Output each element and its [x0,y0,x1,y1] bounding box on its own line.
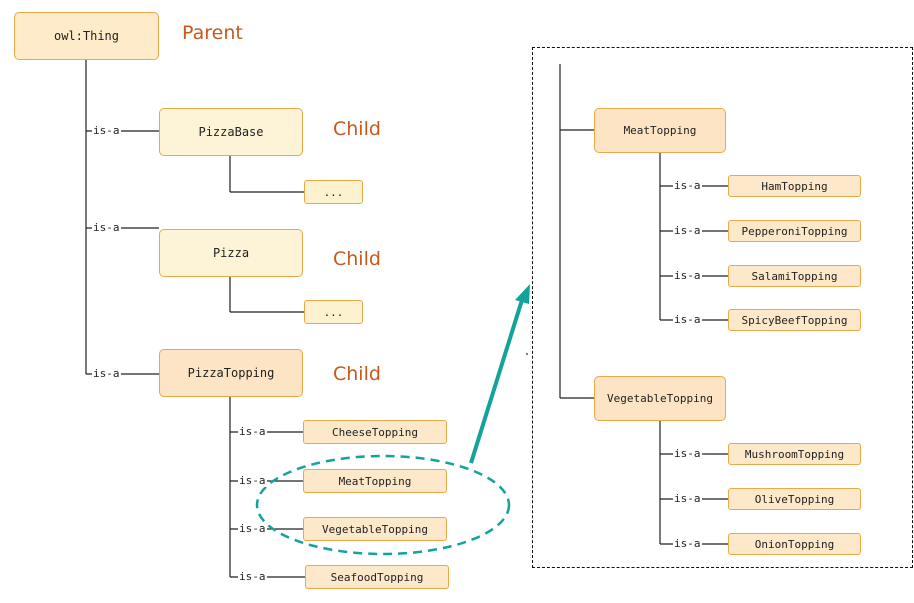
ellipsis-node-pizzabase: ... [304,180,363,204]
child-label-pizzatopping: Child [333,363,381,385]
isa-label: is-a [238,522,267,535]
node-pizza: Pizza [159,229,303,277]
parent-label: Parent [182,22,243,44]
child-label-pizza: Child [333,248,381,270]
detail-node-spicybeeftopping: SpicyBeefTopping [728,309,861,331]
detail-node-oniontopping: OnionTopping [728,533,861,555]
detail-node-meattopping: MeatTopping [594,108,726,153]
isa-label: is-a [238,425,267,438]
detail-node-pepperonitopping: PepperoniTopping [728,220,861,242]
isa-label: is-a [92,367,121,380]
isa-label: is-a [673,224,702,237]
ellipsis-node-pizza: ... [304,300,363,324]
detail-node-hamtopping: HamTopping [728,175,861,197]
child-label-pizzabase: Child [333,118,381,140]
isa-label: is-a [92,221,121,234]
isa-label: is-a [238,474,267,487]
node-cheesetopping: CheeseTopping [303,420,447,444]
zoom-arrow-shaft [469,299,524,464]
zoom-arrow-head [515,284,530,304]
isa-label: is-a [673,313,702,326]
isa-label: is-a [673,269,702,282]
node-pizzatopping: PizzaTopping [159,349,303,397]
node-vegetabletopping: VegetableTopping [303,517,447,541]
isa-label: is-a [92,124,121,137]
isa-label: is-a [673,492,702,505]
detail-node-olivetopping: OliveTopping [728,488,861,510]
root-node: owl:Thing [14,12,159,60]
detail-node-vegetabletopping: VegetableTopping [594,376,726,421]
isa-label: is-a [673,537,702,550]
isa-label: is-a [673,179,702,192]
detail-node-mushroomtopping: MushroomTopping [728,443,861,465]
node-seafoodtopping: SeafoodTopping [305,565,449,589]
detail-node-salamitopping: SalamiTopping [728,265,861,287]
isa-label: is-a [238,570,267,583]
highlight-ellipse [255,454,511,556]
isa-label: is-a [673,447,702,460]
node-meattopping: MeatTopping [303,469,447,493]
zoom-detail-box [532,47,913,568]
node-pizzabase: PizzaBase [159,108,303,156]
